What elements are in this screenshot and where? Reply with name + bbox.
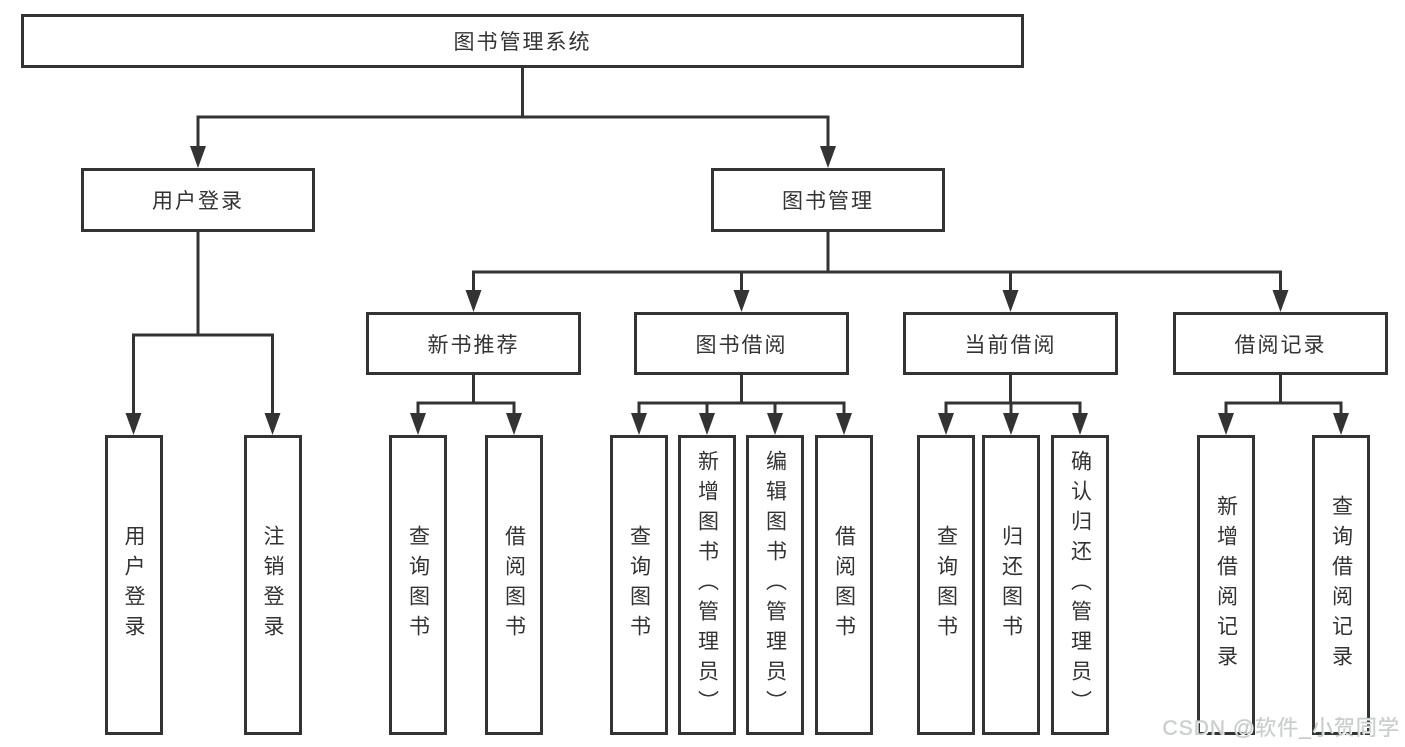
leaf-logout: 注销登录: [243, 435, 302, 735]
node-borrow-record: 借阅记录: [1173, 312, 1388, 375]
node-label: 图书管理系统: [453, 31, 592, 54]
node-label: 当前借阅: [964, 333, 1057, 357]
leaf-return-books: 归还图书: [982, 435, 1040, 735]
leaf-query-borrow-record: 查询借阅记录: [1312, 435, 1370, 735]
node-book-borrow: 图书借阅: [634, 312, 849, 375]
node-label: 借阅记录: [1234, 333, 1327, 357]
node-label: 借阅图书: [832, 525, 856, 645]
node-label: 确认归还（管理员）: [1068, 450, 1092, 720]
leaf-borrow-books: 借阅图书: [815, 435, 873, 735]
leaf-query-books-borrow: 查询图书: [610, 435, 668, 735]
node-label: 用户登录: [122, 525, 145, 645]
leaf-borrow-books-recommend: 借阅图书: [485, 435, 543, 735]
node-label: 归还图书: [999, 525, 1023, 645]
leaf-user-login: 用户登录: [104, 435, 163, 735]
node-label: 新增图书（管理员）: [695, 450, 719, 720]
node-label: 查询借阅记录: [1329, 495, 1353, 675]
node-book-management: 图书管理: [711, 168, 945, 232]
leaf-confirm-return-admin: 确认归还（管理员）: [1051, 435, 1109, 735]
node-label: 图书借阅: [695, 333, 788, 357]
node-label: 查询图书: [627, 525, 651, 645]
node-label: 注销登录: [261, 525, 284, 645]
node-user-login: 用户登录: [81, 168, 315, 232]
node-label: 新书推荐: [427, 333, 520, 357]
leaf-edit-books-admin: 编辑图书（管理员）: [746, 435, 804, 735]
node-label: 用户登录: [152, 190, 244, 213]
leaf-add-borrow-record: 新增借阅记录: [1197, 435, 1255, 735]
node-new-book-recommend: 新书推荐: [366, 312, 581, 375]
leaf-add-books-admin: 新增图书（管理员）: [678, 435, 736, 735]
leaf-query-books-recommend: 查询图书: [389, 435, 447, 735]
node-label: 编辑图书（管理员）: [763, 450, 787, 720]
node-label: 借阅图书: [502, 525, 526, 645]
node-label: 新增借阅记录: [1214, 495, 1238, 675]
node-label: 查询图书: [406, 525, 430, 645]
csdn-watermark: CSDN @软件_小贺同学: [1162, 717, 1400, 740]
leaf-query-books-current: 查询图书: [917, 435, 975, 735]
node-current-borrow: 当前借阅: [903, 312, 1118, 375]
node-library-management-system: 图书管理系统: [21, 14, 1024, 68]
node-label: 查询图书: [934, 525, 958, 645]
node-label: 图书管理: [782, 190, 874, 213]
